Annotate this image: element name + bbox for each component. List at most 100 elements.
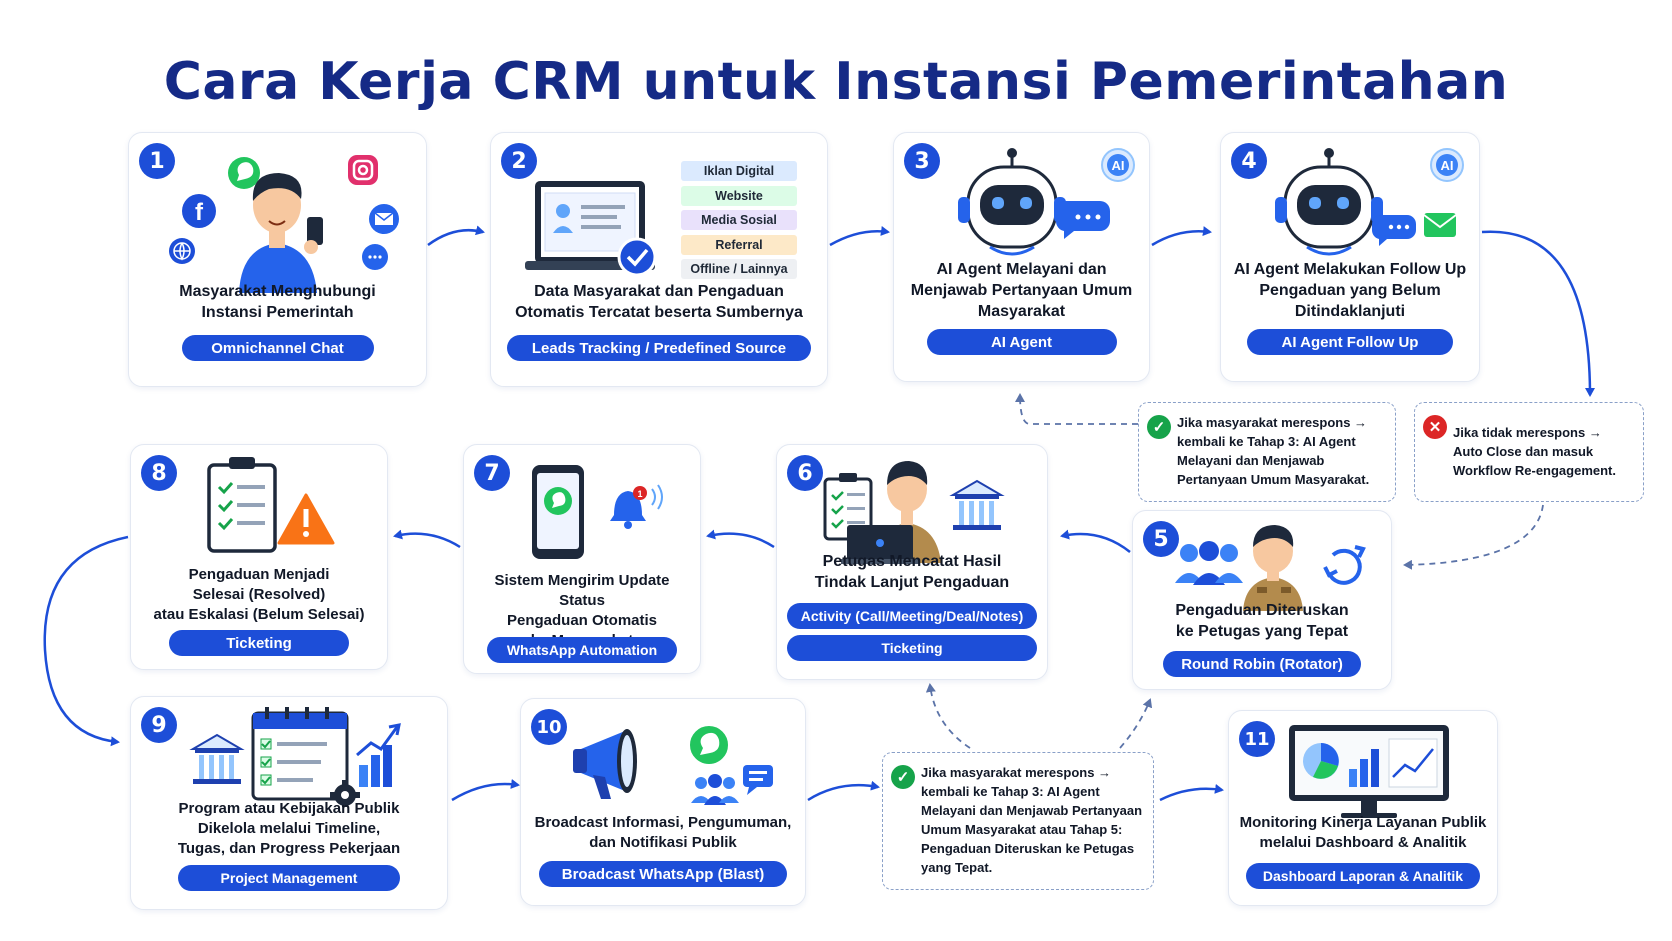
step-number: 2 [501, 143, 537, 179]
ai-badge-icon: AI [1101, 148, 1135, 182]
warning-icon [277, 493, 335, 545]
arrow-1-to-2 [427, 225, 485, 247]
step-title-line: Broadcast Informasi, Pengumuman, [534, 814, 792, 831]
step-4-illustration: AI [1275, 148, 1464, 256]
step-6-illustration [823, 461, 1005, 564]
message-icon [743, 765, 773, 795]
svg-text:1: 1 [637, 489, 642, 499]
step-title-line: Ditindaklanjuti [1294, 303, 1406, 320]
note-line: kembali ke Tahap 3: AI Agent [921, 784, 1100, 799]
arrow-note-to-11 [1159, 783, 1224, 802]
email-icon [369, 204, 399, 234]
whatsapp-icon [688, 724, 730, 766]
step-number: 7 [474, 455, 510, 491]
step-title-line: Tugas, dan Progress Pekerjaan [177, 840, 401, 857]
arrow-9-to-10 [451, 779, 520, 802]
gear-icon [330, 780, 360, 807]
step-card-10: 10 Broadcast Informasi, Pengumuman, dan … [520, 698, 806, 906]
ai-badge-text: AI [1112, 158, 1125, 173]
note-line: Jika masyarakat merespons → [921, 765, 1112, 780]
step-title-line: melalui Dashboard & Analitik [1259, 834, 1467, 851]
group-icon [691, 774, 739, 805]
tag-ticketing: Ticketing [169, 630, 349, 656]
tag-dashboard-analytics: Dashboard Laporan & Analitik [1246, 863, 1480, 889]
note-respond-to-step-3: ✓ Jika masyarakat merespons → kembali ke… [1138, 402, 1396, 502]
whatsapp-icon [228, 157, 260, 189]
refresh-icon [1323, 545, 1366, 585]
note-line: Jika tidak merespons → [1453, 425, 1602, 440]
chat-bubble-icon [1371, 215, 1416, 246]
officer-laptop-icon [841, 461, 941, 564]
email-icon [1423, 213, 1457, 237]
person-phone-icon [239, 173, 323, 293]
arrow-6-to-7 [706, 529, 775, 549]
step-card-9: 9 Program ata [130, 696, 448, 910]
arrow-10-to-note [807, 780, 880, 802]
step-number: 3 [904, 143, 940, 179]
step-number: 8 [141, 455, 177, 491]
ai-badge-text: AI [1441, 158, 1454, 173]
instagram-icon [348, 155, 378, 185]
step-title-line: Otomatis Tercatat beserta Sumbernya [515, 304, 803, 321]
dashed-note-to-5 [1119, 698, 1153, 749]
step-1-illustration: f [169, 155, 399, 293]
step-card-5: 5 Pengaduan Diteruskan ke Petugas yang T… [1132, 510, 1392, 690]
step-title-line: Pengaduan Menjadi [188, 566, 330, 583]
source-item: Media Sosial [681, 210, 797, 230]
note-line: Melayani dan Menjawab Pertanyaan [921, 803, 1143, 818]
svg-text:f: f [195, 199, 204, 226]
step-title-line: Tindak Lanjut Pengaduan [814, 574, 1010, 591]
tag-round-robin: Round Robin (Rotator) [1163, 651, 1361, 677]
step-title-line: Masyarakat [977, 303, 1066, 320]
arrow-5-to-6 [1060, 529, 1131, 553]
step-title-line: AI Agent Melayani dan [936, 261, 1107, 278]
arrow-7-to-8 [393, 529, 461, 549]
step-number: 9 [141, 707, 177, 743]
step-3-illustration: AI [958, 148, 1135, 256]
note-respond-to-step-3-or-5: ✓ Jika masyarakat merespons → kembali ke… [882, 752, 1154, 890]
step-number: 6 [787, 455, 823, 491]
arrow-4-to-no-response [1481, 230, 1595, 397]
arrow-8-to-9 [43, 535, 129, 747]
chat-bubble-icon [362, 244, 388, 270]
step-title-line: Menjawab Pertanyaan Umum [910, 282, 1133, 299]
tag-leads-tracking: Leads Tracking / Predefined Source [507, 335, 811, 361]
robot-icon [1275, 148, 1383, 256]
government-building-icon [189, 733, 245, 784]
source-item: Iklan Digital [681, 161, 797, 181]
officer-icon [1243, 525, 1303, 611]
step-card-4: 4 AI AI Agent Melakukan Follow Up Pengad… [1220, 132, 1480, 382]
note-line: Pengaduan Diteruskan ke Petugas [921, 841, 1135, 856]
note-line: yang Tepat. [921, 860, 993, 875]
calendar-checklist-icon [251, 707, 349, 801]
tag-project-management: Project Management [178, 865, 400, 891]
step-title-line: Instansi Pemerintah [201, 304, 354, 321]
close-circle-icon: ✕ [1423, 415, 1447, 439]
note-line: kembali ke Tahap 3: AI Agent [1177, 434, 1356, 449]
notification-bell-icon: 1 [610, 484, 663, 529]
step-number: 10 [531, 709, 567, 745]
step-11-illustration [1289, 725, 1449, 818]
note-line: Melayani dan Menjawab [1177, 453, 1325, 468]
step-title-line: Pengaduan yang Belum [1259, 282, 1441, 299]
step-title-line: atau Eskalasi (Belum Selesai) [153, 606, 365, 623]
note-no-response: ✕ Jika tidak merespons → Auto Close dan … [1414, 402, 1644, 502]
megaphone-icon [573, 729, 637, 799]
source-list: Iklan Digital Website Media Sosial Refer… [681, 161, 797, 284]
tag-ai-agent: AI Agent [926, 329, 1117, 355]
step-number: 5 [1143, 521, 1179, 557]
step-7-illustration: 1 [532, 465, 663, 559]
step-title-line: Selesai (Resolved) [192, 586, 326, 603]
step-title-line: ke Petugas yang Tepat [1175, 623, 1349, 640]
note-line: Auto Close dan masuk [1453, 444, 1594, 459]
tag-broadcast-whatsapp: Broadcast WhatsApp (Blast) [539, 861, 787, 887]
step-title-line: Program atau Kebijakan Publik [178, 800, 400, 817]
step-title-line: Pengaduan Otomatis [506, 612, 658, 629]
source-item: Website [681, 185, 797, 206]
ai-badge-icon: AI [1430, 148, 1464, 182]
step-title-line: Petugas Mencatat Hasil [822, 553, 1002, 570]
step-card-3: 3 AI AI Agent Melayani dan Menjawab Pert… [893, 132, 1150, 382]
step-number: 4 [1231, 143, 1267, 179]
step-9-illustration [189, 707, 401, 807]
